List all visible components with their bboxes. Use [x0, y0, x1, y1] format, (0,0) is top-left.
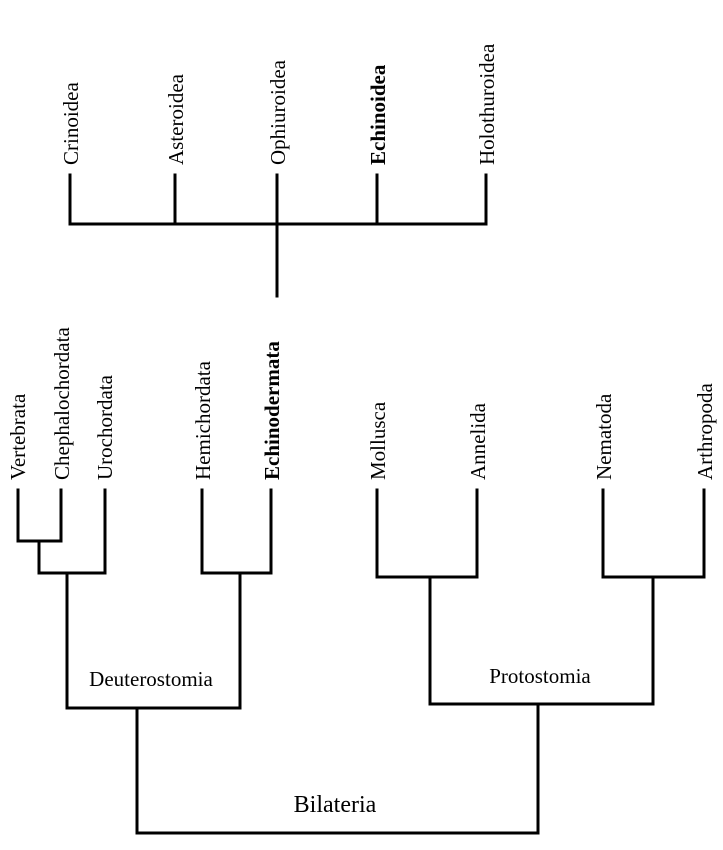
- clade-label-bilateria: Bilateria: [294, 792, 377, 818]
- taxon-label-arthropoda: Arthropoda: [693, 383, 717, 480]
- taxon-label-echinodermata: Echinodermata: [260, 341, 284, 480]
- lophotrochozoa-subtree: [375, 488, 479, 706]
- chordata-subtree: [16, 488, 107, 710]
- taxon-label-nematoda: Nematoda: [592, 393, 616, 480]
- clade-label-deuterostomia: Deuterostomia: [89, 667, 213, 691]
- taxon-label-vertebrata: Vertebrata: [6, 393, 30, 480]
- taxon-label-chephalochordata: Chephalochordata: [50, 327, 74, 480]
- taxon-label-ophiuroidea: Ophiuroidea: [266, 59, 290, 165]
- taxon-label-annelida: Annelida: [466, 402, 490, 480]
- taxon-label-mollusca: Mollusca: [366, 401, 390, 480]
- taxon-label-hemichordata: Hemichordata: [191, 360, 215, 480]
- ecdysozoa-subtree: [601, 488, 706, 706]
- ambulacraria-subtree: [200, 488, 273, 710]
- echinoderm-classes-subtree: [68, 173, 488, 298]
- clade-label-protostomia: Protostomia: [489, 664, 591, 688]
- taxon-label-asteroidea: Asteroidea: [164, 73, 188, 165]
- taxon-label-crinoidea: Crinoidea: [59, 82, 83, 165]
- taxon-label-holothuroidea: Holothuroidea: [475, 43, 499, 165]
- taxon-label-urochordata: Urochordata: [93, 374, 117, 480]
- taxon-label-echinoidea: Echinoidea: [366, 64, 390, 165]
